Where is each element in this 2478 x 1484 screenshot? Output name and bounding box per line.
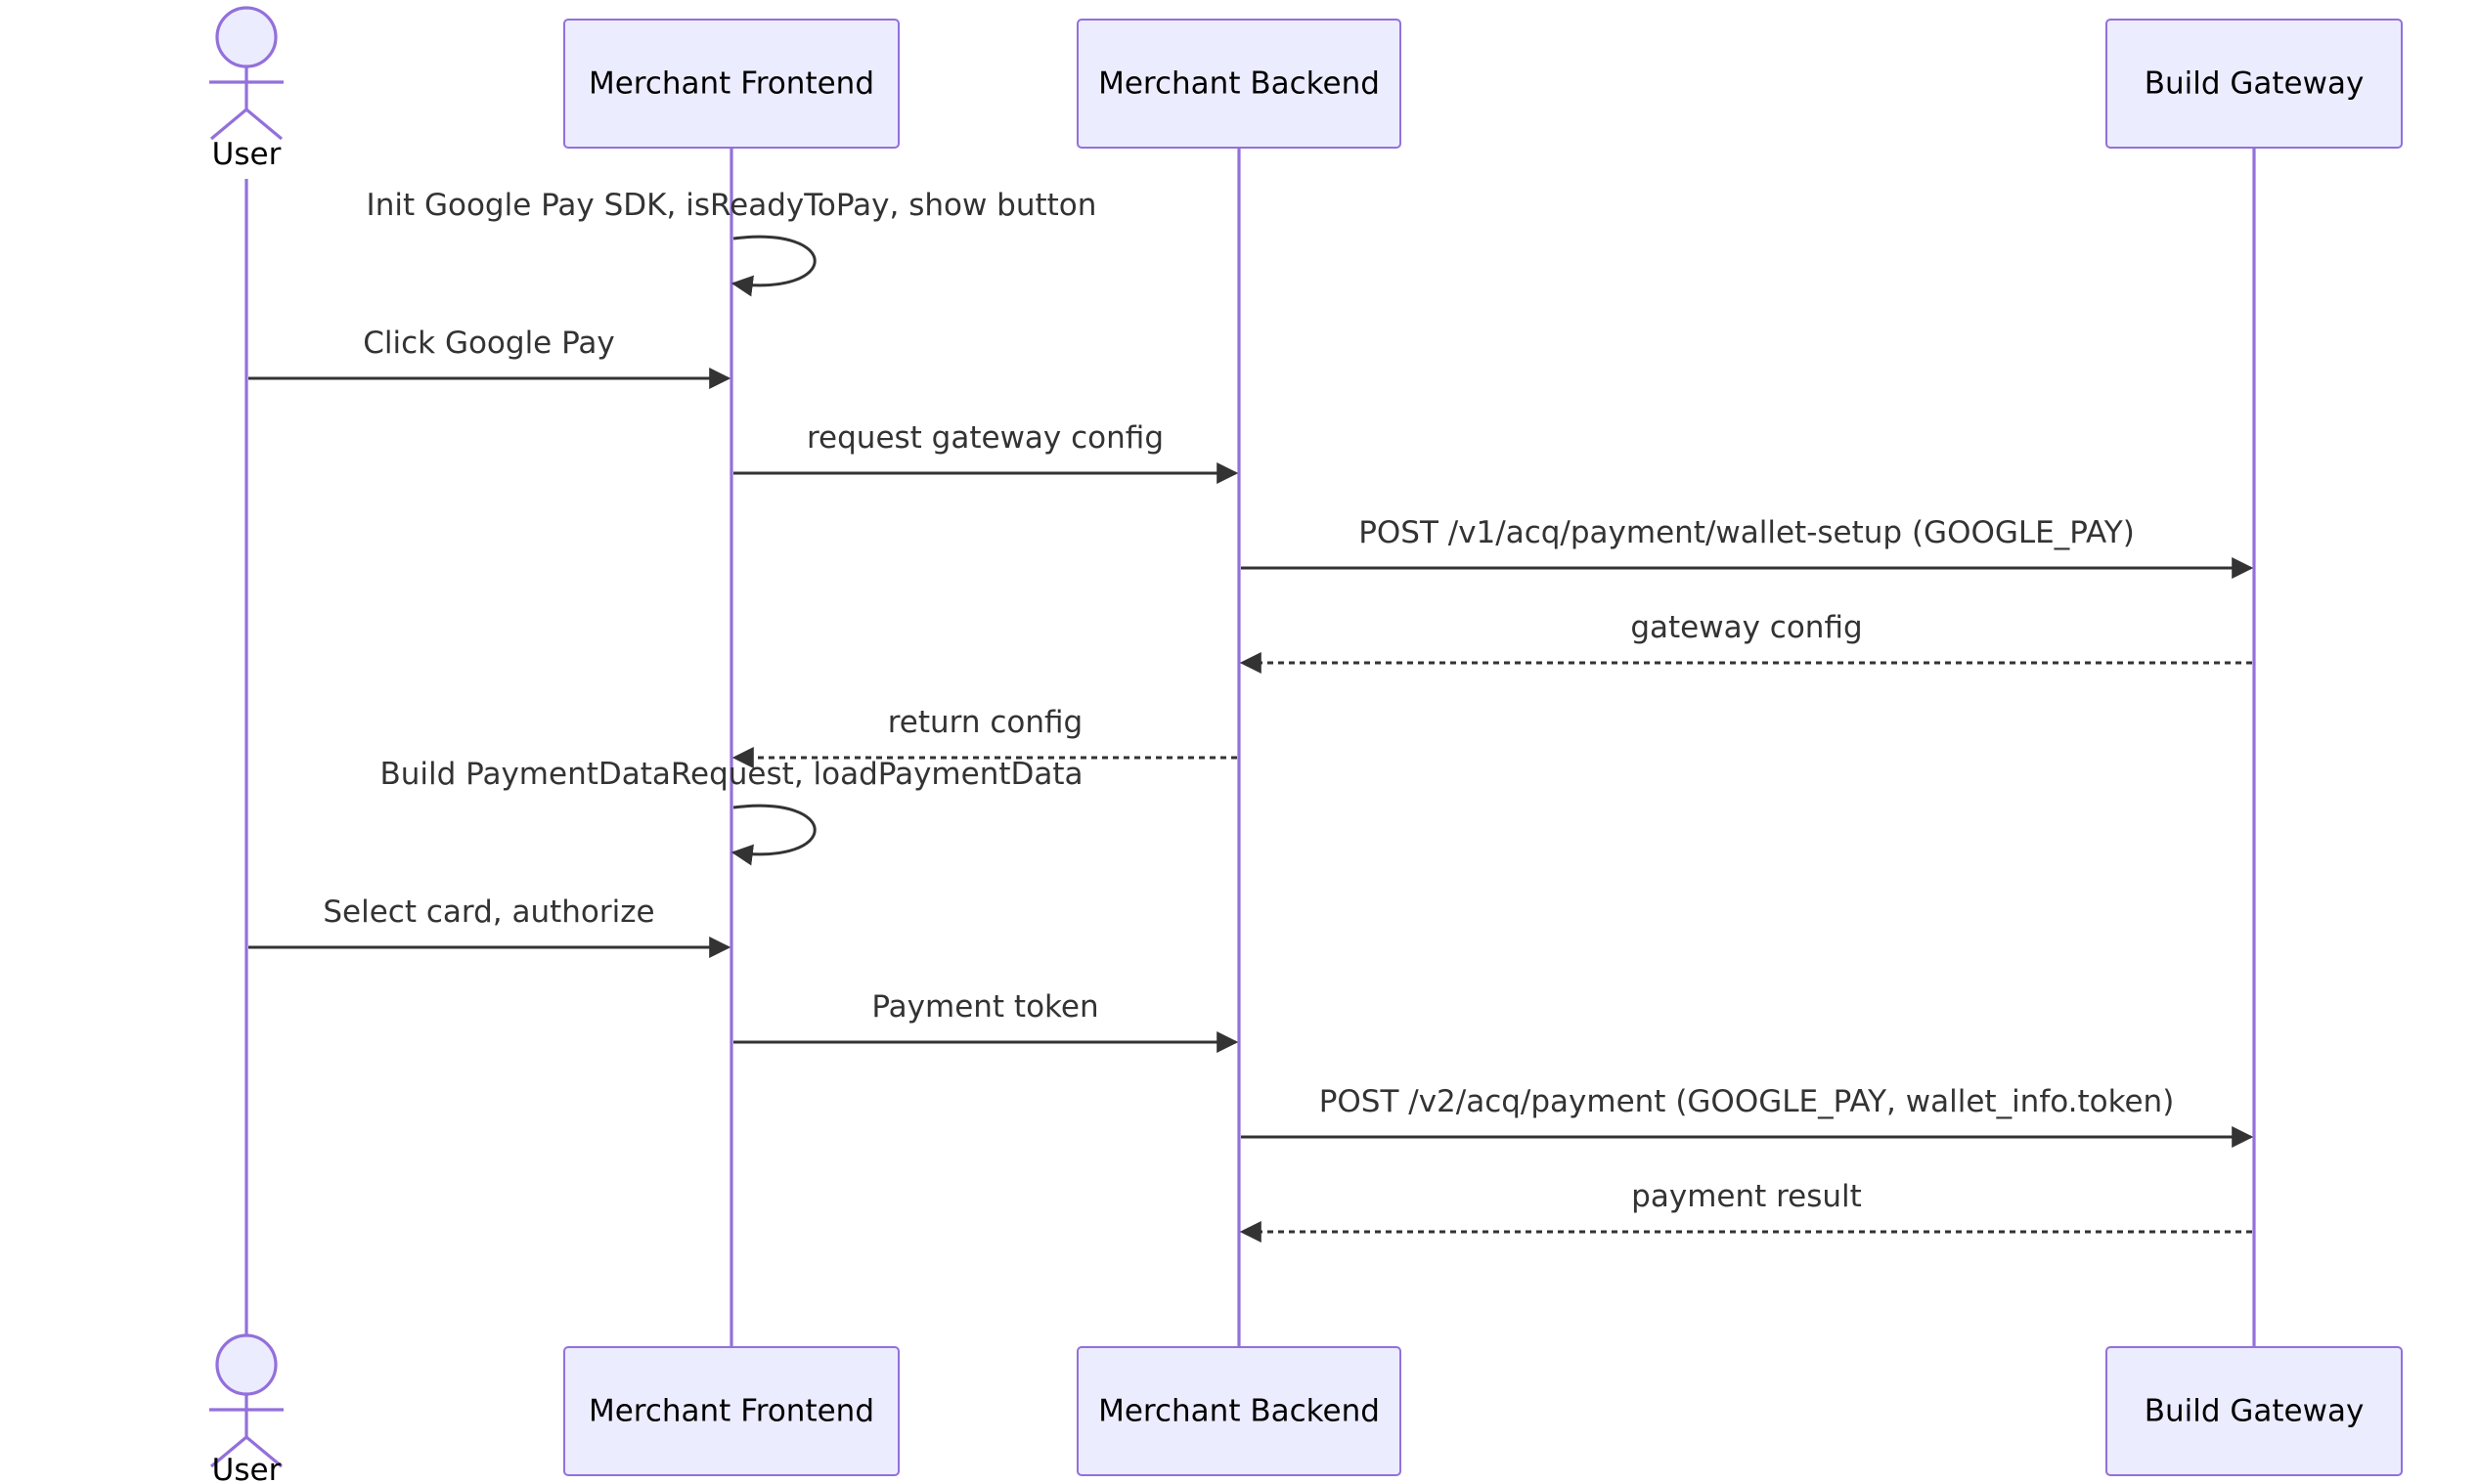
participant-box-backend-top	[1077, 19, 1401, 149]
participant-box-frontend-top	[563, 19, 900, 149]
participant-box-frontend-bottom	[563, 1346, 900, 1476]
message-8: Payment token	[733, 989, 1239, 1053]
self-message-arrow	[730, 804, 817, 866]
participant-label-frontend-top: Merchant Frontend	[589, 66, 874, 102]
message-10: payment result	[1239, 1179, 2252, 1243]
participant-label-frontend-bottom: Merchant Frontend	[589, 1394, 874, 1429]
actor-head-icon	[215, 6, 278, 68]
actor-figure-bottom	[209, 1333, 284, 1468]
message-label: Click Google Pay	[363, 326, 615, 361]
actor-leg-left	[209, 108, 248, 141]
actor-leg-left	[209, 1435, 248, 1468]
message-label: Select card, authorize	[323, 895, 654, 930]
participant-label-backend-top: Merchant Backend	[1098, 66, 1380, 102]
message-label: request gateway config	[807, 420, 1164, 456]
message-0: Init Google Pay SDK, isReadyToPay, show …	[367, 188, 1097, 297]
message-label: Build PaymentDataRequest, loadPaymentDat…	[379, 757, 1083, 792]
messages: Init Google Pay SDK, isReadyToPay, show …	[248, 188, 2254, 1243]
actor-leg-right	[244, 1435, 284, 1468]
message-3: POST /v1/acq/payment/wallet-setup (GOOGL…	[1241, 515, 2254, 579]
message-1: Click Google Pay	[248, 326, 731, 389]
self-message-arrow	[730, 235, 817, 297]
participant-box-backend-bottom	[1077, 1346, 1401, 1476]
participant-box-gateway-bottom	[2105, 1346, 2403, 1476]
participants-top: User Merchant Frontend Merchant Backend Bui…	[209, 6, 2403, 172]
message-5: return config	[731, 705, 1237, 768]
message-9: POST /v2/acq/payment (GOOGLE_PAY, wallet…	[1241, 1084, 2254, 1148]
message-2: request gateway config	[733, 420, 1239, 484]
participants-bottom: User Merchant Frontend Merchant Backend Bui…	[209, 1333, 2403, 1484]
message-label: Init Google Pay SDK, isReadyToPay, show …	[367, 188, 1097, 223]
actor-label-top: User	[212, 137, 282, 172]
actor-head-icon	[215, 1333, 278, 1396]
lifelines	[244, 148, 2256, 1347]
actor-figure-top	[209, 6, 284, 141]
message-4: gateway config	[1239, 610, 2252, 674]
actor-label-bottom: User	[212, 1453, 282, 1484]
participant-label-gateway-top: Build Gateway	[2145, 66, 2365, 102]
message-label: POST /v2/acq/payment (GOOGLE_PAY, wallet…	[1319, 1084, 2175, 1119]
participant-label-gateway-bottom: Build Gateway	[2145, 1394, 2365, 1429]
message-7: Select card, authorize	[248, 895, 731, 958]
message-label: Payment token	[871, 989, 1098, 1025]
message-label: payment result	[1631, 1179, 1862, 1214]
message-label: gateway config	[1630, 610, 1862, 645]
message-label: return config	[888, 705, 1084, 740]
message-label: POST /v1/acq/payment/wallet-setup (GOOGL…	[1358, 515, 2135, 550]
message-6: Build PaymentDataRequest, loadPaymentDat…	[379, 757, 1084, 866]
participant-box-gateway-top	[2105, 19, 2403, 149]
actor-leg-right	[244, 108, 284, 141]
participant-label-backend-bottom: Merchant Backend	[1098, 1394, 1380, 1429]
